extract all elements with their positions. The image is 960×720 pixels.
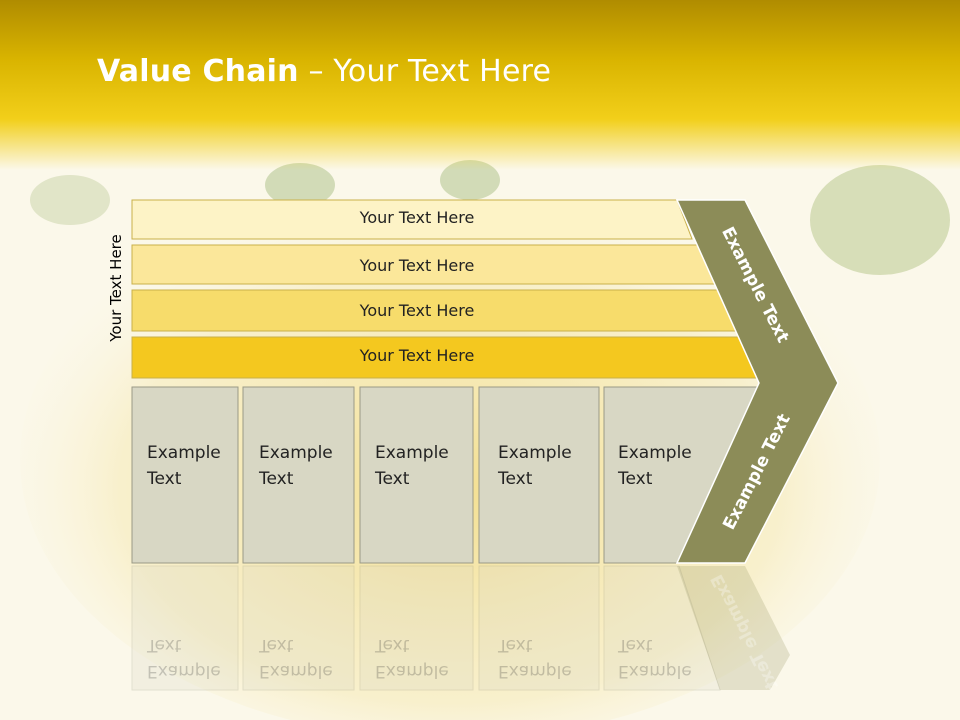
chevron-arrow <box>675 199 839 564</box>
card-1 <box>131 386 239 564</box>
title-bold: Value Chain <box>97 54 299 89</box>
card-reflection-shape-5 <box>603 565 721 691</box>
card-3 <box>359 386 474 564</box>
title-rest: – Your Text Here <box>298 54 552 89</box>
row-band-1 <box>131 199 693 240</box>
card-2 <box>242 386 355 564</box>
card-reflection-shape-4 <box>478 565 600 691</box>
chevron-reflection <box>677 566 790 690</box>
card-reflection-shape-1 <box>131 565 239 691</box>
row-label-4: Your Text Here <box>359 346 475 365</box>
slide-title: Value Chain – Your Text Here <box>97 54 551 89</box>
card-reflection-shape-3 <box>359 565 474 691</box>
card-4 <box>478 386 600 564</box>
row-label-2: Your Text Here <box>359 256 475 275</box>
row-label-1: Your Text Here <box>359 208 475 227</box>
card-reflection-shape-2 <box>242 565 355 691</box>
header-band <box>0 0 960 170</box>
row-label-3: Your Text Here <box>359 301 475 320</box>
